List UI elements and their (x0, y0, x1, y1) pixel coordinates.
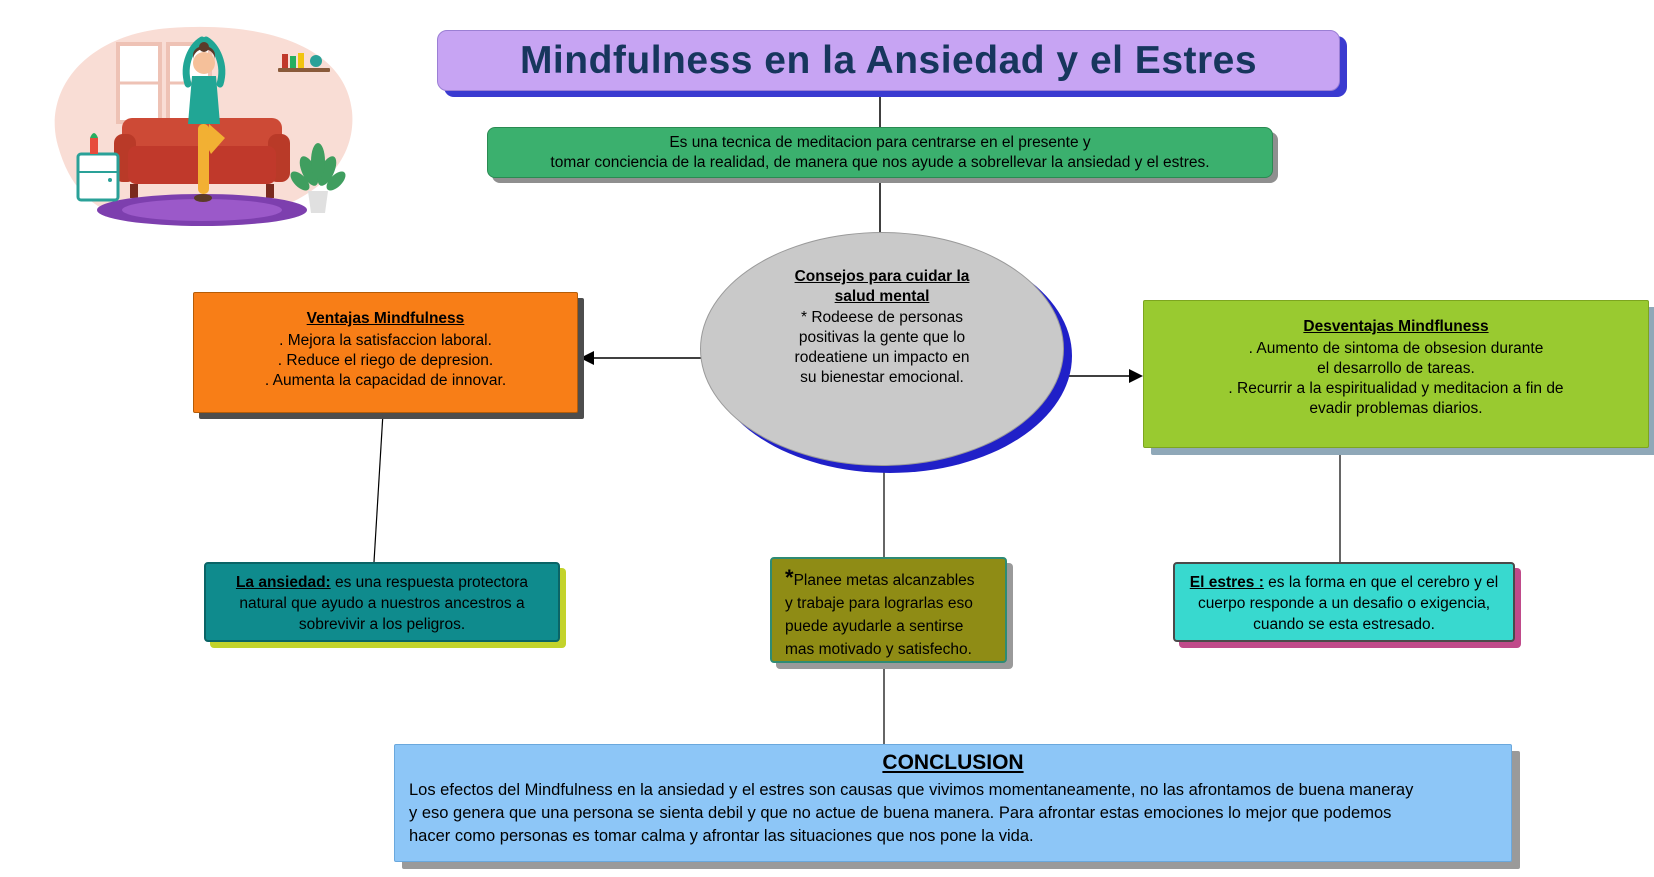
ventajas-line: . Aumenta la capacidad de innovar. (264, 372, 507, 389)
yoga-illustration (30, 6, 365, 238)
conclusion-body: Los efectos del Mindfulness en la ansied… (409, 781, 1414, 845)
arrowhead-right-icon (1129, 369, 1143, 383)
title-box: Mindfulness en la Ansiedad y el Estres (437, 30, 1340, 91)
yoga-illustration-graphic (54, 26, 353, 226)
center-node: Consejos para cuidar la salud mental * R… (700, 232, 1064, 466)
definition-node: Es una tecnica de meditacion para centra… (487, 127, 1273, 178)
ventajas-heading: Ventajas Mindfulness (306, 310, 465, 327)
center-node-heading: Consejos para cuidar la salud mental (794, 268, 970, 305)
conclusion-heading: CONCLUSION (882, 751, 1024, 774)
ansiedad-node: La ansiedad: es una respuesta protectora… (204, 562, 560, 642)
estres-body: es la forma en que el cerebro y el cuerp… (1197, 574, 1499, 633)
desventajas-line: . Recurrir a la espiritualidad y meditac… (1228, 380, 1564, 397)
estres-node: El estres : es la forma en que el cerebr… (1173, 562, 1515, 642)
desventajas-node: Desventajas Mindfluness . Aumento de sin… (1143, 300, 1649, 448)
desventajas-line: . Aumento de sintoma de obsesion durante (1248, 340, 1544, 357)
desventajas-line: evadir problemas diarios. (1309, 400, 1483, 417)
ventajas-line: . Mejora la satisfaccion laboral. (279, 332, 492, 349)
connector-ventajas-ansiedad (373, 412, 384, 563)
page-title: Mindfulness en la Ansiedad y el Estres (519, 38, 1258, 82)
ansiedad-body: es una respuesta protectora natural que … (239, 574, 529, 633)
center-node-body: * Rodeese de personas positivas la gente… (794, 309, 970, 386)
ventajas-node: Ventajas Mindfulness . Mejora la satisfa… (193, 292, 578, 413)
desventajas-heading: Desventajas Mindfluness (1303, 318, 1489, 335)
desventajas-line: el desarrollo de tareas. (1317, 360, 1475, 377)
metas-asterisk: * (785, 565, 794, 590)
arrowhead-left-icon (580, 351, 594, 365)
conclusion-node: CONCLUSION Los efectos del Mindfulness e… (394, 744, 1512, 862)
estres-heading: El estres : (1189, 574, 1264, 591)
metas-body: Planee metas alcanzables y trabaje para … (785, 572, 975, 658)
ansiedad-heading: La ansiedad: (235, 574, 331, 591)
definition-text: Es una tecnica de meditacion para centra… (550, 133, 1210, 171)
metas-node: *Planee metas alcanzables y trabaje para… (770, 557, 1007, 663)
ventajas-line: . Reduce el riego de depresion. (277, 352, 494, 369)
